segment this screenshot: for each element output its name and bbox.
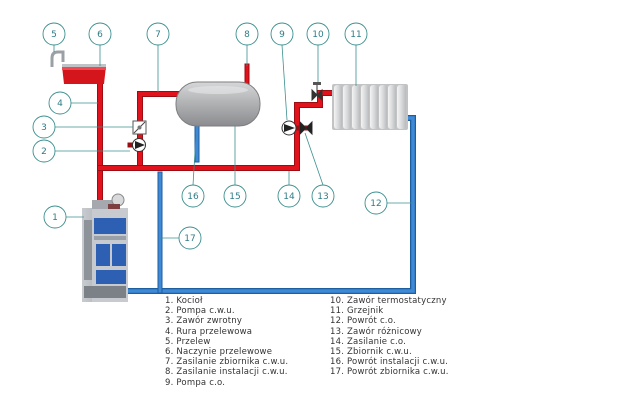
- legend-item: 11. Grzejnik: [330, 306, 384, 317]
- svg-text:11: 11: [350, 30, 361, 40]
- callout-10: 10: [306, 22, 330, 46]
- svg-text:14: 14: [283, 192, 295, 202]
- callout-17: 17: [178, 226, 202, 250]
- callout-12: 12: [364, 191, 388, 215]
- thermostatic-valve: [311, 82, 323, 102]
- legend-item: 15. Zbiornik c.w.u.: [330, 347, 412, 358]
- svg-text:9: 9: [279, 30, 285, 40]
- legend-item: 4. Rura przelewowa: [165, 326, 253, 337]
- svg-text:1: 1: [52, 213, 58, 223]
- legend-item: 10. Zawór termostatyczny: [330, 296, 447, 306]
- callouts: 1 2 3 4 5 6 7 8 9 10 11 12 13 14 15 16 1…: [32, 22, 388, 250]
- legend-item: 12. Powrót c.o.: [330, 316, 396, 327]
- svg-text:16: 16: [187, 192, 199, 202]
- boiler: [82, 193, 128, 302]
- legend-item: 14. Zasilanie c.o.: [330, 336, 407, 347]
- svg-text:3: 3: [41, 123, 47, 133]
- legend-item: 2. Pompa c.w.u.: [165, 306, 235, 317]
- co-pump: [281, 120, 297, 136]
- svg-text:13: 13: [317, 192, 328, 202]
- callout-15: 15: [223, 184, 247, 208]
- svg-text:7: 7: [155, 30, 161, 40]
- legend-item: 16. Powrót instalacji c.w.u.: [330, 357, 449, 368]
- callout-16: 16: [181, 184, 205, 208]
- legend-item: 7. Zasilanie zbiornika c.w.u.: [165, 357, 289, 368]
- svg-text:4: 4: [57, 99, 63, 109]
- legend-right: 10. Zawór termostatyczny 11. Grzejnik 12…: [330, 296, 449, 378]
- legend-item: 6. Naczynie przelewowe: [165, 347, 273, 358]
- svg-text:2: 2: [41, 147, 47, 157]
- differential-valve: [299, 120, 313, 136]
- dhw-pump: [132, 138, 146, 152]
- legend-item: 13. Zawór różnicowy: [330, 326, 422, 337]
- legend-item: 1. Kocioł: [165, 296, 203, 306]
- svg-text:17: 17: [184, 234, 195, 244]
- svg-text:6: 6: [97, 30, 103, 40]
- svg-text:10: 10: [312, 30, 324, 40]
- svg-text:8: 8: [244, 30, 250, 40]
- callout-5: 5: [42, 22, 66, 46]
- callout-11: 11: [344, 22, 368, 46]
- callout-9: 9: [270, 22, 294, 46]
- callout-13: 13: [311, 184, 335, 208]
- callout-3: 3: [32, 115, 56, 139]
- overflow-outlet: [50, 50, 65, 67]
- callout-14: 14: [277, 184, 301, 208]
- svg-text:15: 15: [229, 192, 240, 202]
- svg-text:5: 5: [51, 30, 57, 40]
- legend-left: 1. Kocioł 2. Pompa c.w.u. 3. Zawór zwrot…: [165, 296, 288, 388]
- legend-item: 3. Zawór zwrotny: [165, 316, 243, 327]
- hot-water-tank: [175, 81, 261, 127]
- return-pipes: [115, 111, 416, 294]
- legend-item: 9. Pompa c.o.: [165, 377, 226, 388]
- svg-text:12: 12: [370, 199, 381, 209]
- check-valve: [132, 120, 147, 135]
- radiator: [332, 84, 408, 130]
- callout-2: 2: [32, 139, 56, 163]
- overflow-vessel: [62, 64, 106, 84]
- legend-item: 17. Powrót zbiornika c.w.u.: [330, 367, 449, 378]
- callout-4: 4: [48, 91, 72, 115]
- legend-item: 8. Zasilanie instalacji c.w.u.: [165, 367, 288, 378]
- callout-lines: [53, 44, 413, 239]
- callout-6: 6: [88, 22, 112, 46]
- callout-7: 7: [146, 22, 170, 46]
- callout-1: 1: [43, 205, 67, 229]
- legend-item: 5. Przelew: [165, 336, 211, 347]
- callout-8: 8: [235, 22, 259, 46]
